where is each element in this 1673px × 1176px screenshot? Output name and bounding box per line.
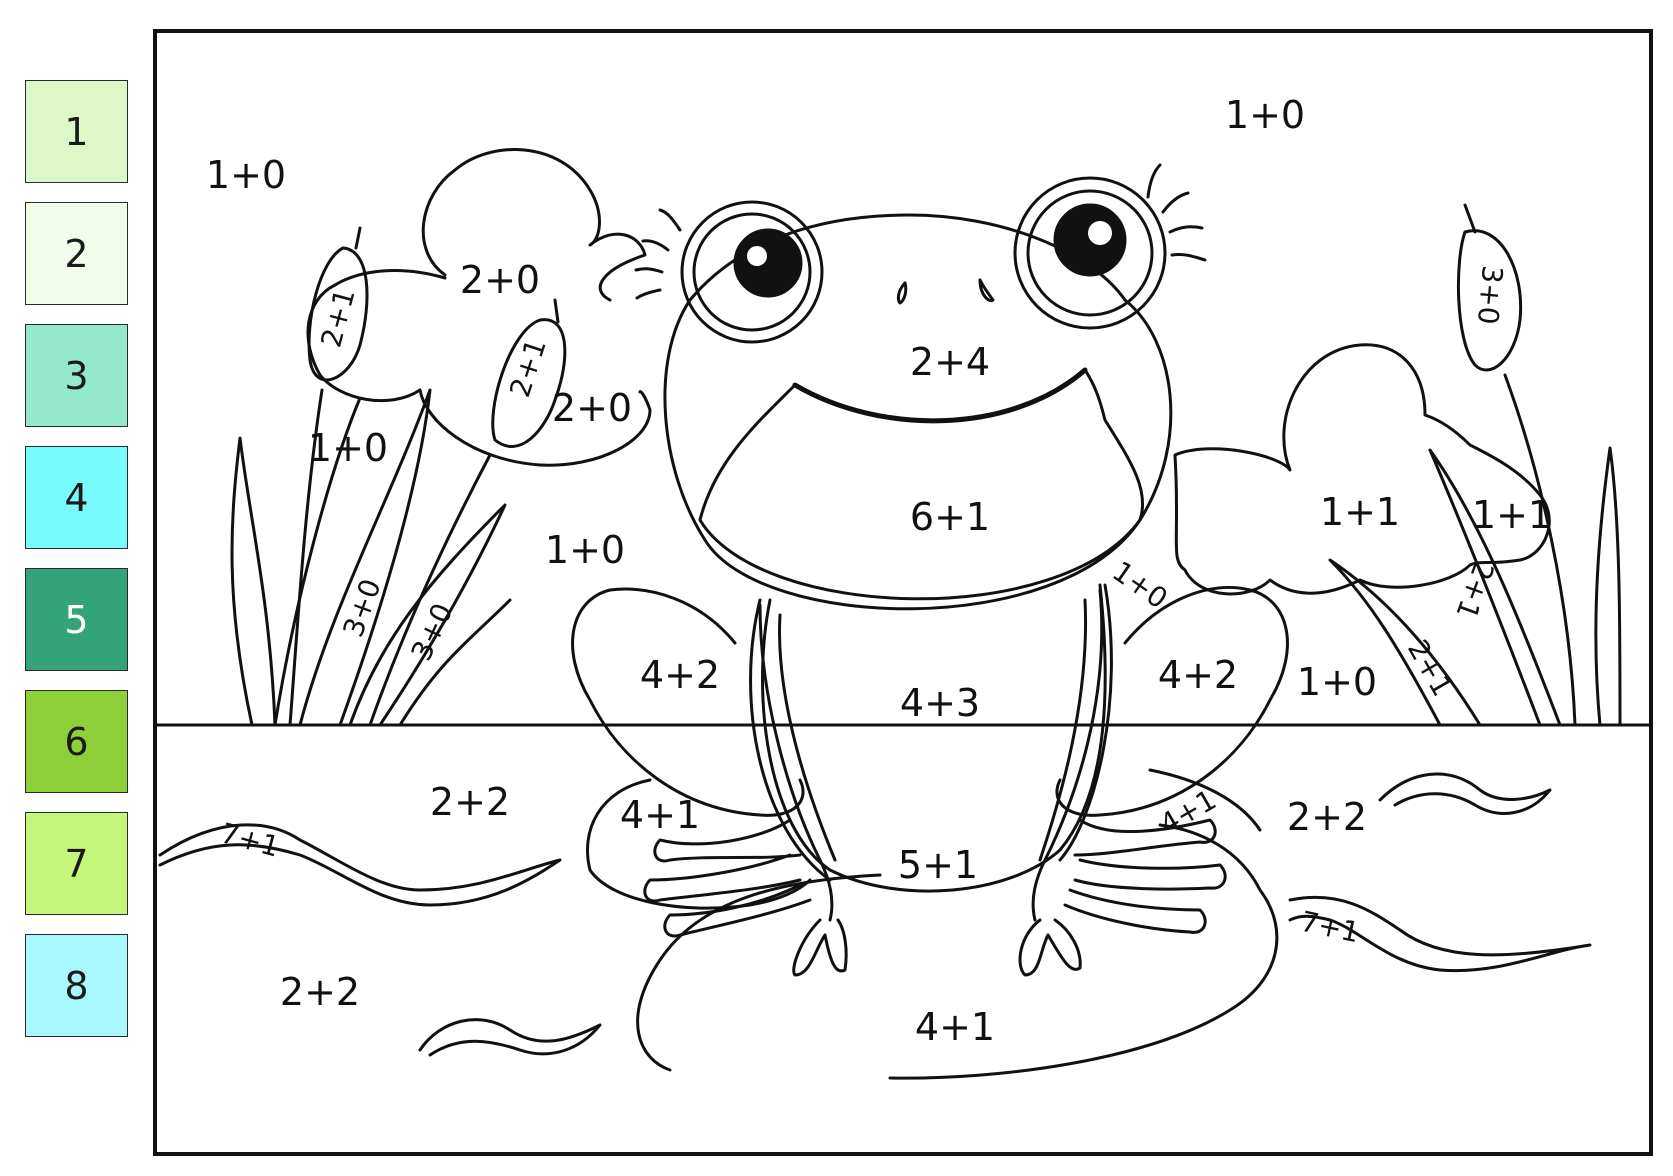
legend-swatch-3[interactable]: 3 <box>25 324 128 427</box>
frog-right-hand <box>1018 918 1082 977</box>
ripple-bottom-left <box>418 1018 602 1057</box>
label-frog-lower-belly[interactable]: 5+1 <box>897 843 979 887</box>
frog-eye-left-pupil <box>733 228 803 298</box>
legend-swatch-7[interactable]: 7 <box>25 812 128 915</box>
frog-left-hand <box>792 918 848 977</box>
label-bush-left-front[interactable]: 2+0 <box>551 386 633 430</box>
frog-hind-leg-right <box>1055 585 1289 817</box>
label-water-left-bottom[interactable]: 2+2 <box>279 970 361 1014</box>
left-cattail-1-stem <box>354 226 362 250</box>
label-bush-right-1[interactable]: 1+1 <box>1319 490 1401 534</box>
lily-pad-center <box>636 823 1279 1080</box>
label-bush-right-2[interactable]: 1+1 <box>1471 493 1553 537</box>
lashes-right <box>1146 163 1207 262</box>
label-sky-right-low[interactable]: 1+0 <box>1296 660 1378 704</box>
legend-swatch-6[interactable]: 6 <box>25 690 128 793</box>
left-cattail-1-stalk <box>288 388 324 727</box>
right-cattail-head <box>1456 229 1523 372</box>
right-cattail-stem <box>1463 203 1477 234</box>
left-cattail-2-head <box>491 318 567 448</box>
label-sky-left-reeds[interactable]: 1+0 <box>307 426 389 470</box>
legend-swatch-2[interactable]: 2 <box>25 202 128 305</box>
left-bush-back <box>421 148 647 302</box>
left-reed-leaf-1 <box>230 436 277 727</box>
legend-swatch-4[interactable]: 4 <box>25 446 128 549</box>
frog-throat <box>698 368 1145 601</box>
label-sky-top-right[interactable]: 1+0 <box>1224 93 1306 137</box>
frog-eye-right-inner <box>1026 189 1154 317</box>
frog-body-left <box>749 598 832 882</box>
frog-front-leg-right <box>1031 588 1104 922</box>
label-lily-pad-center[interactable]: 4+1 <box>914 1005 996 1049</box>
ripple-left <box>158 823 562 907</box>
frog-eye-left-glint <box>747 246 767 266</box>
label-lily-pad-left[interactable]: 4+1 <box>619 793 701 837</box>
label-sky-center-left[interactable]: 1+0 <box>544 528 626 572</box>
label-hind-leg-left[interactable]: 4+2 <box>639 653 721 697</box>
frog-nostril-right <box>978 278 995 303</box>
frog-body-right <box>1058 583 1113 862</box>
legend-swatch-1[interactable]: 1 <box>25 80 128 183</box>
label-frog-head[interactable]: 2+4 <box>909 340 991 384</box>
frog-belly <box>761 583 1107 893</box>
legend-swatch-8[interactable]: 8 <box>25 934 128 1037</box>
label-bush-left-back[interactable]: 2+0 <box>459 258 541 302</box>
frog-eye-right-outer <box>1013 176 1167 330</box>
label-water-right[interactable]: 2+2 <box>1286 795 1368 839</box>
frog-right-foot <box>1063 818 1227 934</box>
left-cattail-2-stalk <box>368 453 492 727</box>
label-water-left-top[interactable]: 2+2 <box>429 780 511 824</box>
frog-head <box>663 213 1173 611</box>
frog-eye-right-pupil <box>1053 203 1127 277</box>
lashes-left <box>634 208 682 300</box>
coloring-canvas-frame[interactable] <box>153 29 1653 1156</box>
left-reed-leaf-3 <box>298 388 432 727</box>
right-reed-leaf-3 <box>1328 558 1482 727</box>
lily-pad-left <box>586 778 812 910</box>
label-frog-belly[interactable]: 4+3 <box>899 681 981 725</box>
left-cattail-2-stem <box>553 298 560 324</box>
lily-pad-right <box>1148 768 1262 832</box>
ripple-right <box>1288 895 1592 973</box>
left-reed-leaf-2 <box>273 396 362 727</box>
label-hind-leg-right[interactable]: 4+2 <box>1157 653 1239 697</box>
frog-eye-left-outer <box>680 200 824 344</box>
legend-swatch-5[interactable]: 5 <box>25 568 128 671</box>
frog-front-leg-left <box>758 603 837 922</box>
right-bush <box>1173 343 1551 596</box>
ripple-right-top <box>1378 772 1552 815</box>
frog-eye-right-glint <box>1088 221 1112 245</box>
left-bush-front <box>306 269 652 467</box>
frog-left-foot <box>643 818 812 938</box>
label-sky-top-left[interactable]: 1+0 <box>205 153 287 197</box>
label-cattail-right[interactable]: 3+0 <box>1470 264 1510 326</box>
label-frog-throat[interactable]: 6+1 <box>909 495 991 539</box>
frog-eye-left-inner <box>692 212 812 332</box>
left-reed-leaf-4 <box>348 503 507 727</box>
left-reed-leaf-5 <box>398 598 512 727</box>
right-reed-leaf-1 <box>1594 446 1622 727</box>
left-cattail-1-head <box>307 246 369 382</box>
right-cattail-stalk <box>1503 373 1577 727</box>
right-reed-leaf-2 <box>1428 448 1562 727</box>
frog-nostril-left <box>896 281 908 305</box>
frog-mouth <box>792 367 1088 424</box>
frog-hind-leg-left <box>571 587 805 817</box>
